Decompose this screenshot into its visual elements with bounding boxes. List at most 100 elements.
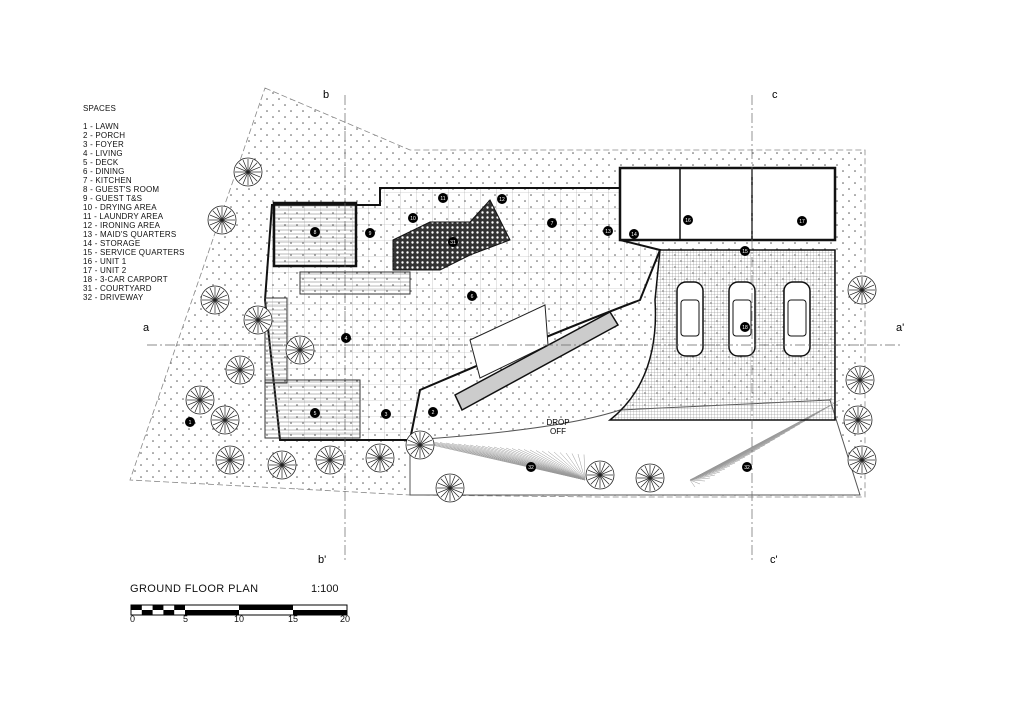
tree-icon xyxy=(405,430,435,460)
room-tag: 3 xyxy=(381,409,391,419)
room-tag-number: 17 xyxy=(799,219,805,225)
tree-icon xyxy=(315,445,345,475)
tree-icon xyxy=(585,460,615,490)
scale-bar xyxy=(130,604,348,616)
legend-item: 2 - PORCH xyxy=(83,131,126,140)
legend-item: 6 - DINING xyxy=(83,167,125,176)
room-tag-circle xyxy=(310,227,320,237)
room-tag: 18 xyxy=(740,322,750,332)
room-tag: 14 xyxy=(629,229,639,239)
legend-title: SPACES xyxy=(83,104,117,113)
tree-icon xyxy=(267,450,297,480)
legend-item: 31 - COURTYARD xyxy=(83,284,152,293)
room-tag-circle xyxy=(629,229,639,239)
room-tag-circle xyxy=(185,417,195,427)
room-tag-number: 8 xyxy=(314,230,317,236)
tree-icon xyxy=(365,443,395,473)
room-tag-number: 15 xyxy=(742,249,748,255)
room-tag-number: 32 xyxy=(528,465,534,471)
room-tag: 6 xyxy=(467,291,477,301)
room-tag: 2 xyxy=(428,407,438,417)
room-tag-circle xyxy=(497,194,507,204)
legend-item: 15 - SERVICE QUARTERS xyxy=(83,248,185,257)
tree-icon xyxy=(185,385,215,415)
scale-tick: 15 xyxy=(288,614,299,624)
room-tag-circle xyxy=(381,409,391,419)
legend-item: 3 - FOYER xyxy=(83,140,124,149)
courtyard xyxy=(392,199,511,271)
room-tag-number: 5 xyxy=(314,411,317,417)
room-tag: 1 xyxy=(185,417,195,427)
room-tag-number: 10 xyxy=(410,216,416,222)
room-tag-number: 11 xyxy=(440,196,445,202)
section-marker-a: a xyxy=(143,322,150,334)
room-tag-number: 2 xyxy=(432,410,435,416)
room-tag: 12 xyxy=(497,194,507,204)
room-tag: 7 xyxy=(547,218,557,228)
legend-item: 8 - GUEST'S ROOM xyxy=(83,185,160,194)
legend-item: 10 - DRYING AREA xyxy=(83,203,157,212)
legend-item: 1 - LAWN xyxy=(83,122,119,131)
room-tag: 31 xyxy=(448,237,458,247)
room-tag-number: 4 xyxy=(345,336,348,342)
section-marker-b-prime: b' xyxy=(318,554,326,566)
room-tag: 5 xyxy=(310,408,320,418)
legend-item: 32 - DRIVEWAY xyxy=(83,293,144,302)
section-marker-a-prime: a' xyxy=(896,322,904,334)
tree-icon xyxy=(207,205,237,235)
room-tag: 15 xyxy=(740,246,750,256)
legend-item: 4 - LIVING xyxy=(83,149,123,158)
section-marker-b: b xyxy=(323,89,329,101)
car-icon xyxy=(783,281,811,357)
room-tag: 16 xyxy=(683,215,693,225)
room-tag-circle xyxy=(408,213,418,223)
room-tag-circle xyxy=(365,228,375,238)
room-tag-circle xyxy=(438,193,448,203)
tree-icon xyxy=(847,445,877,475)
room-tag-number: 16 xyxy=(685,218,691,224)
legend-item: 11 - LAUNDRY AREA xyxy=(83,212,164,221)
tree-icon xyxy=(200,285,230,315)
tree-icon xyxy=(225,355,255,385)
tree-icon xyxy=(215,445,245,475)
tree-icon xyxy=(843,405,873,435)
room-tag-number: 18 xyxy=(742,325,748,331)
tree-icon xyxy=(243,305,273,335)
room-tag: 8 xyxy=(310,227,320,237)
legend-item: 17 - UNIT 2 xyxy=(83,266,127,275)
room-tag-number: 6 xyxy=(471,294,474,300)
room-tag-circle xyxy=(448,237,458,247)
room-tag-number: 9 xyxy=(369,231,372,237)
car-icon xyxy=(676,281,704,357)
scale-tick: 0 xyxy=(130,614,136,624)
room-tag-number: 1 xyxy=(189,420,192,426)
section-marker-c-prime: c' xyxy=(770,554,778,566)
scale-tick: 5 xyxy=(183,614,189,624)
room-tag: 10 xyxy=(408,213,418,223)
legend-item: 18 - 3-CAR CARPORT xyxy=(83,275,168,284)
scale-ratio: 1:100 xyxy=(311,583,339,595)
entry-steps xyxy=(299,271,411,295)
car-icon xyxy=(728,281,756,357)
tree-icon xyxy=(635,463,665,493)
legend-item: 7 - KITCHEN xyxy=(83,176,132,185)
tree-icon xyxy=(845,365,875,395)
room-tag: 13 xyxy=(603,226,613,236)
section-marker-c: c xyxy=(772,89,778,101)
legend-item: 13 - MAID'S QUARTERS xyxy=(83,230,177,239)
legend-item: 16 - UNIT 1 xyxy=(83,257,127,266)
room-tag-circle xyxy=(740,322,750,332)
room-tag-circle xyxy=(740,246,750,256)
room-tag-circle xyxy=(310,408,320,418)
room-tag-circle xyxy=(526,462,536,472)
room-tag-circle xyxy=(467,291,477,301)
drop-off-label: DROP xyxy=(546,418,569,427)
room-tag-number: 13 xyxy=(605,229,611,235)
room-tag-number: 3 xyxy=(385,412,388,418)
plan-title: GROUND FLOOR PLAN xyxy=(130,583,259,595)
tree-icon xyxy=(285,335,315,365)
room-tag: 17 xyxy=(797,216,807,226)
legend-item: 5 - DECK xyxy=(83,158,119,167)
